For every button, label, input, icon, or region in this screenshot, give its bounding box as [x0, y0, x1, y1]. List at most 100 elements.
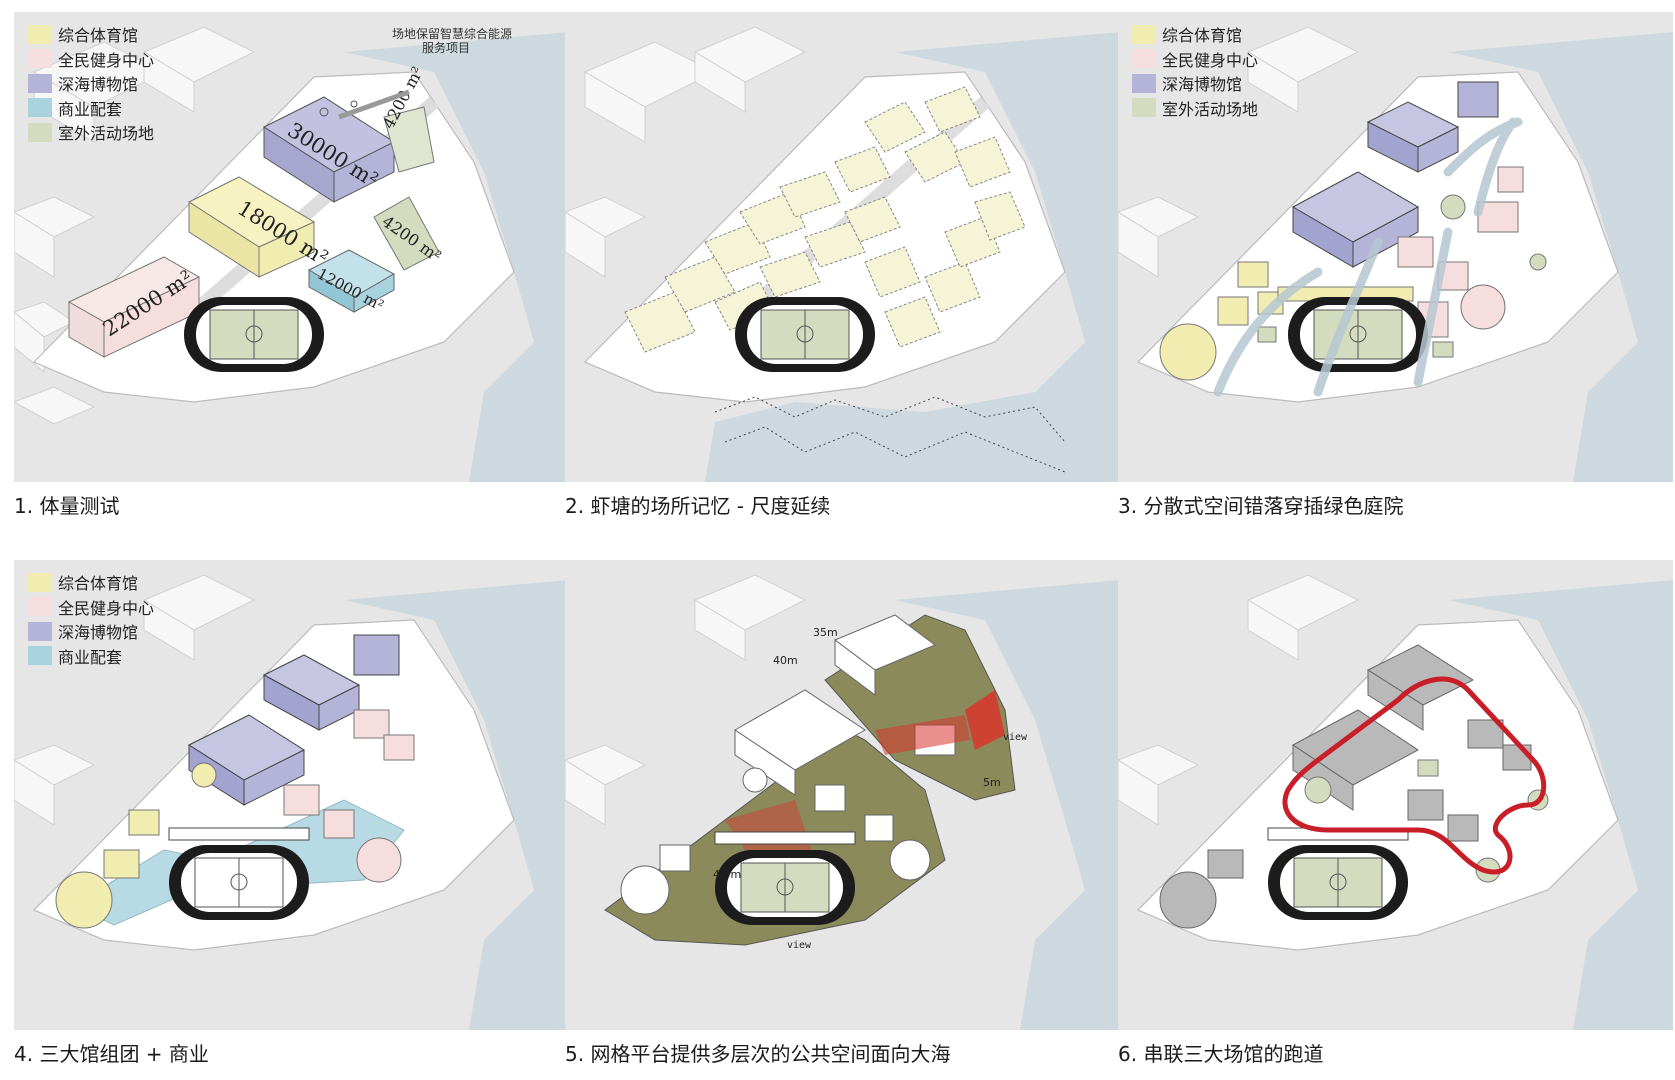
fitness-center-volume: [67, 256, 201, 358]
caption-p1: 1. 体量测试: [14, 494, 120, 518]
fitness-blocks: [283, 709, 415, 883]
site-map-5: 35m 40m 5m 4.5m view view: [565, 560, 1120, 1030]
site-map-1: 22000 m² 18000 m² 30000 m² 4200 m² 4200 …: [14, 12, 569, 482]
legend-item-gym: 综合体育馆: [28, 22, 154, 47]
legend-label: 全民健身中心: [58, 50, 155, 70]
panel-running-track-link: [1118, 560, 1673, 1030]
legend-p1: 综合体育馆 全民健身中心 深海博物馆 商业配套 室外活动场地: [28, 22, 154, 145]
legend-item-gym: 综合体育馆: [1132, 22, 1258, 47]
water-body-south: [705, 392, 1120, 482]
stadium: [184, 297, 324, 372]
panel-volume-test: 22000 m² 18000 m² 30000 m² 4200 m² 4200 …: [14, 12, 569, 482]
stadium: [714, 831, 856, 925]
view-arrow-north: [965, 690, 1005, 750]
context-buildings: [14, 574, 256, 826]
legend-label: 全民健身中心: [1162, 50, 1259, 70]
legend-label: 综合体育馆: [58, 574, 139, 594]
panel-shrimp-pond-memory: [565, 12, 1120, 482]
legend-p4: 综合体育馆 全民健身中心 深海博物馆 商业配套: [28, 570, 154, 668]
legend-swatch: [28, 572, 52, 592]
flow-arrows: [1213, 117, 1523, 397]
pond-cells: [624, 86, 1026, 353]
water-body: [1448, 580, 1673, 1030]
legend-item-gym: 综合体育馆: [28, 570, 154, 595]
panel-three-venues-commercial: 综合体育馆 全民健身中心 深海博物馆 商业配套: [14, 560, 569, 1030]
legend-item-museum: 深海博物馆: [28, 71, 154, 96]
context-buildings: [1118, 26, 1360, 278]
stadium: [735, 297, 875, 372]
legend-label: 综合体育馆: [1162, 26, 1243, 46]
stadium: [1267, 827, 1409, 920]
energy-note: 场地保留智慧综合能源 服务项目: [392, 27, 512, 55]
stadium: [1288, 297, 1428, 372]
legend-item-fitness: 全民健身中心: [28, 595, 154, 620]
water-body: [344, 580, 569, 1030]
legend-item-commercial: 商业配套: [28, 644, 154, 669]
running-track-loop: [1282, 676, 1547, 875]
water-body: [895, 32, 1120, 482]
gym-volume: [187, 176, 316, 278]
legend-swatch: [28, 597, 52, 617]
context-buildings: [565, 574, 807, 826]
legend-swatch: [28, 73, 52, 93]
legend-swatch: [1132, 49, 1156, 69]
site-map-2: [565, 12, 1120, 482]
white-volumes: [620, 614, 956, 915]
legend-label: 商业配套: [58, 99, 123, 119]
outdoor-block-2: [373, 196, 440, 271]
legend-swatch: [1132, 73, 1156, 93]
height-label-5m: 5m: [983, 776, 1001, 789]
panel-grid-platform: 35m 40m 5m 4.5m view view: [565, 560, 1120, 1030]
context-buildings: [14, 26, 256, 425]
dashed-pond-outline: [714, 396, 1066, 443]
caption-p2: 2. 虾塘的场所记忆 - 尺度延续: [565, 494, 831, 518]
water-body: [1448, 32, 1673, 482]
legend-swatch: [28, 621, 52, 641]
site-map-4: [14, 560, 569, 1030]
legend-label: 商业配套: [58, 647, 123, 667]
legend-label: 深海博物馆: [58, 75, 139, 95]
legend-item-fitness: 全民健身中心: [1132, 47, 1258, 72]
museum-small: [262, 634, 400, 731]
context-buildings: [1118, 574, 1360, 826]
energy-note-line-2: 服务项目: [422, 41, 471, 55]
energy-note-line-1: 场地保留智慧综合能源: [392, 27, 513, 41]
legend-item-outdoor: 室外活动场地: [28, 120, 154, 145]
view-label-south: view: [787, 940, 812, 951]
legend-swatch: [28, 98, 52, 118]
legend-item-museum: 深海博物馆: [1132, 71, 1258, 96]
caption-p3: 3. 分散式空间错落穿插绿色庭院: [1118, 494, 1404, 518]
legend-swatch: [1132, 24, 1156, 44]
legend-swatch: [1132, 98, 1156, 118]
panel-scattered-courtyards: 综合体育馆 全民健身中心 深海博物馆 室外活动场地: [1118, 12, 1673, 482]
legend-item-commercial: 商业配套: [28, 96, 154, 121]
legend-label: 全民健身中心: [58, 598, 155, 618]
legend-item-fitness: 全民健身中心: [28, 47, 154, 72]
legend-swatch: [28, 646, 52, 666]
legend-label: 深海博物馆: [58, 623, 139, 643]
legend-swatch: [28, 49, 52, 69]
water-body: [344, 32, 569, 482]
outdoor-courtyards: [1257, 194, 1547, 358]
legend-p3: 综合体育馆 全民健身中心 深海博物馆 室外活动场地: [1132, 22, 1258, 120]
height-label-35m: 35m: [813, 626, 838, 639]
energy-facility: [338, 89, 410, 120]
gym-blocks: [55, 762, 217, 929]
height-label-4-5m: 4.5m: [713, 868, 741, 881]
legend-label: 深海博物馆: [1162, 75, 1243, 95]
legend-item-outdoor: 室外活动场地: [1132, 96, 1258, 121]
legend-swatch: [28, 24, 52, 44]
legend-swatch: [28, 122, 52, 142]
view-label-north: view: [1003, 732, 1028, 743]
caption-p5: 5. 网格平台提供多层次的公共空间面向大海: [565, 1042, 951, 1066]
museum-large: [1291, 171, 1420, 268]
site-map-3: [1118, 12, 1673, 482]
legend-label: 室外活动场地: [58, 124, 155, 144]
caption-p4: 4. 三大馆组团 + 商业: [14, 1042, 209, 1066]
site-map-6: [1118, 560, 1673, 1030]
museum-small: [1366, 81, 1499, 173]
legend-label: 综合体育馆: [58, 26, 139, 46]
height-label-40m: 40m: [773, 654, 798, 667]
commercial-volume: [307, 249, 396, 313]
water-body: [895, 580, 1120, 1030]
